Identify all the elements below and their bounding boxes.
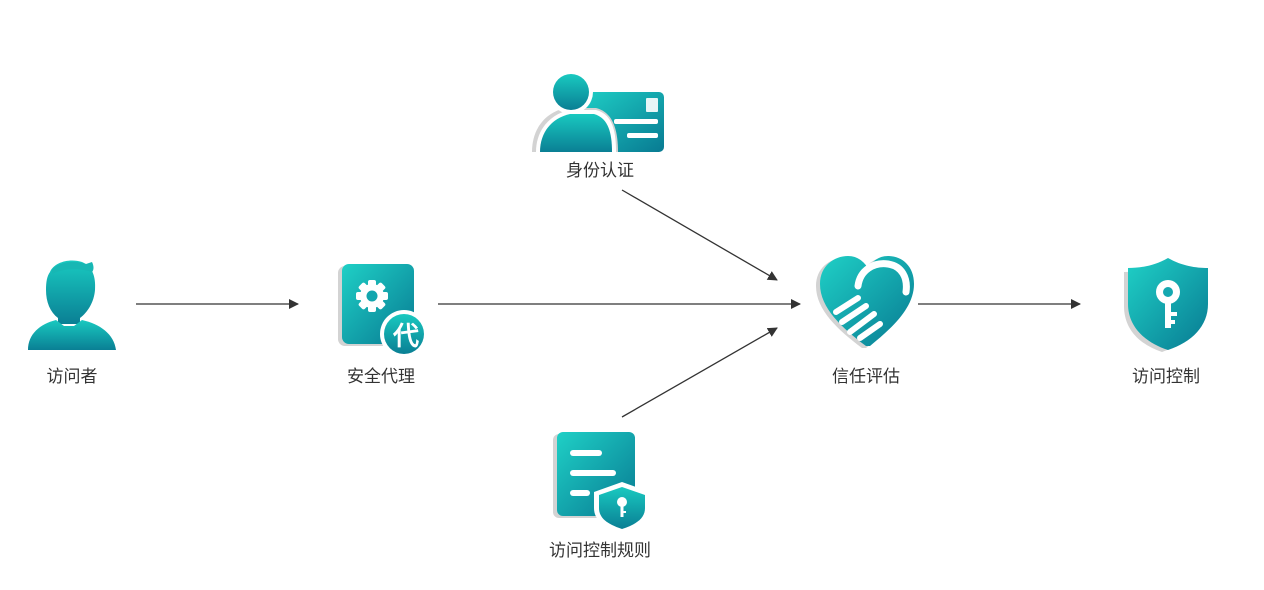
- node-proxy-label: 安全代理: [347, 367, 415, 387]
- user-icon: [28, 260, 116, 350]
- node-identity[interactable]: 身份认证: [532, 70, 664, 181]
- edge-identity-to-trust: [621, 189, 778, 281]
- node-access-label: 访问控制: [1132, 367, 1200, 387]
- node-trust[interactable]: 信任评估: [816, 256, 914, 387]
- edges: [136, 189, 1081, 418]
- node-rules[interactable]: 访问控制规则: [549, 432, 651, 561]
- node-visitor-label: 访问者: [47, 367, 98, 387]
- proxy-gear-icon: [338, 264, 428, 358]
- policy-document-icon: [553, 432, 650, 534]
- key-icon: [1156, 280, 1180, 328]
- node-visitor[interactable]: 访问者: [28, 260, 116, 387]
- shield-key-icon: [1124, 258, 1208, 352]
- id-card-icon: [532, 70, 664, 152]
- shield-badge-icon: [594, 482, 650, 534]
- handshake-heart-icon: [816, 256, 914, 348]
- node-trust-label: 信任评估: [832, 367, 900, 387]
- edge-rules-to-trust: [621, 327, 778, 418]
- proxy-badge-text: 代: [392, 322, 419, 352]
- node-identity-label: 身份认证: [566, 161, 634, 181]
- gear-icon: [356, 280, 388, 312]
- node-proxy[interactable]: 代 安全代理: [338, 264, 428, 387]
- node-rules-label: 访问控制规则: [549, 541, 651, 561]
- node-access[interactable]: 访问控制: [1124, 258, 1208, 387]
